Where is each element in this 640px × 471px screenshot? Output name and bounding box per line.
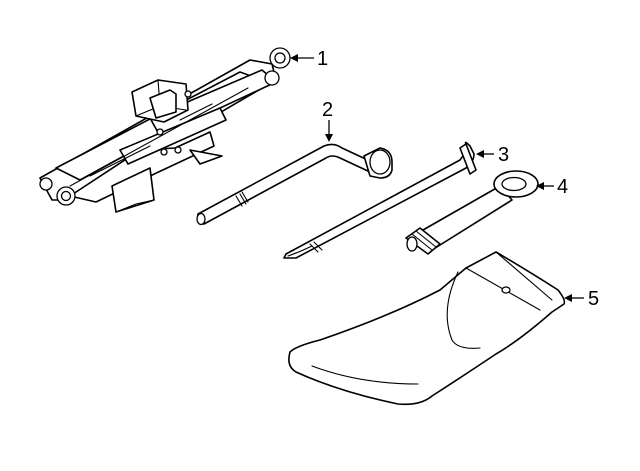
callout-number-4: 4: [557, 176, 568, 198]
callout-1: 1: [290, 48, 328, 70]
tow-eye-hook: [405, 170, 539, 255]
callout-4: 4: [536, 176, 568, 198]
lug-wrench: [196, 143, 393, 226]
tool-storage-bag: [288, 251, 566, 406]
callout-number-1: 1: [317, 48, 328, 70]
callout-3: 3: [476, 144, 509, 166]
jack-handle-rod: [283, 141, 477, 259]
callout-2: 2: [322, 99, 333, 142]
callout-number-5: 5: [588, 288, 599, 310]
scissor-jack: [39, 47, 291, 213]
callout-number-3: 3: [498, 144, 509, 166]
callout-number-2: 2: [322, 99, 333, 121]
callout-5: 5: [564, 288, 599, 310]
